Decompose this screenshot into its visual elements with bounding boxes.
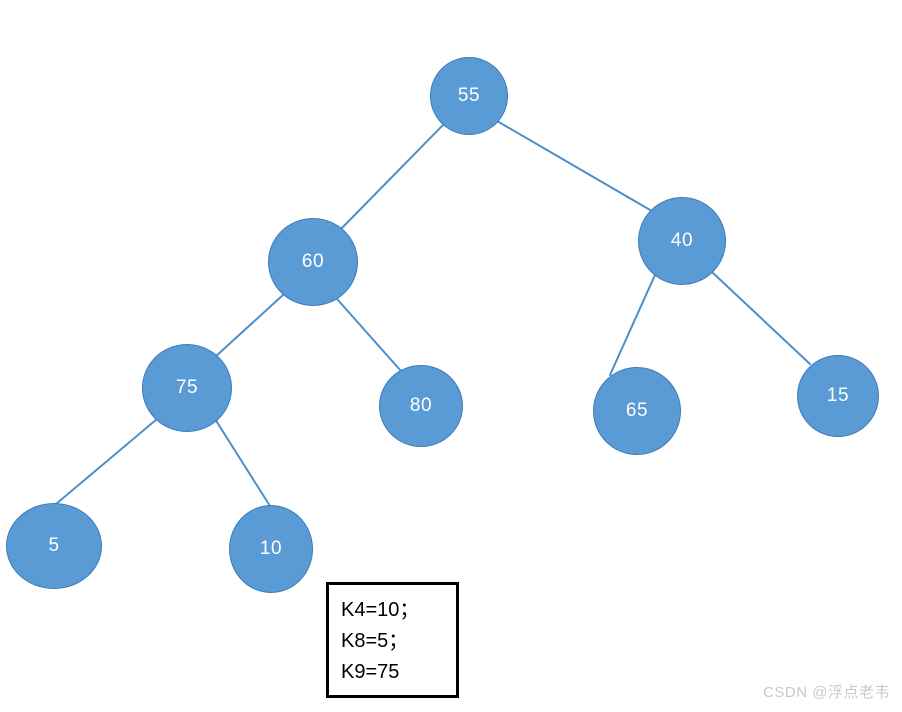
tree-edge-n40-n65 xyxy=(609,274,656,376)
tree-edge-n60-n75 xyxy=(214,294,284,358)
note-line: K4=10； xyxy=(341,599,420,621)
tree-node-15[interactable]: 15 xyxy=(797,355,879,437)
tree-node-10[interactable]: 10 xyxy=(229,505,313,593)
tree-node-40[interactable]: 40 xyxy=(638,197,726,285)
tree-node-60[interactable]: 60 xyxy=(268,218,358,306)
tree-node-label: 60 xyxy=(301,251,325,272)
tree-node-5[interactable]: 5 xyxy=(6,503,102,589)
tree-node-label: 65 xyxy=(625,400,649,421)
tree-node-80[interactable]: 80 xyxy=(379,365,463,447)
tree-node-label: 40 xyxy=(670,230,694,251)
note-line: K8=5； xyxy=(341,630,409,652)
tree-node-55[interactable]: 55 xyxy=(430,57,508,135)
tree-edge-n75-n5 xyxy=(55,418,158,505)
tree-edge-n75-n10 xyxy=(214,418,271,507)
tree-node-label: 10 xyxy=(259,538,283,559)
tree-node-75[interactable]: 75 xyxy=(142,344,232,432)
tree-edge-n40-n15 xyxy=(712,272,811,365)
tree-edge-n55-n60 xyxy=(339,124,444,231)
note-line: K9=75 xyxy=(341,661,400,683)
note-box: K4=10； K8=5； K9=75 xyxy=(326,582,459,698)
tree-node-label: 80 xyxy=(409,395,433,416)
tree-node-label: 55 xyxy=(457,85,481,106)
tree-edge-n60-n80 xyxy=(336,298,402,372)
csdn-watermark: CSDN @浮点老韦 xyxy=(763,684,890,701)
tree-node-65[interactable]: 65 xyxy=(593,367,681,455)
tree-node-label: 15 xyxy=(826,385,850,406)
tree-node-label: 5 xyxy=(48,535,60,556)
tree-node-label: 75 xyxy=(175,377,199,398)
tree-edge-n55-n40 xyxy=(496,120,658,215)
